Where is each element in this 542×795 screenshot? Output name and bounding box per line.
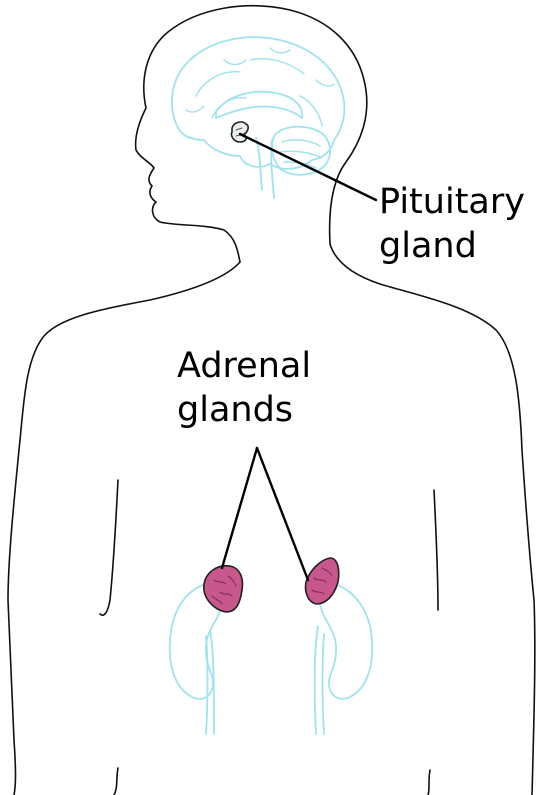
kidney-right-outline — [320, 584, 372, 699]
pituitary-gland-label: Pituitary gland — [379, 180, 525, 268]
adrenal-label-line1: Adrenal — [177, 344, 311, 388]
ureter-right — [315, 626, 324, 734]
adrenal-left-shape — [204, 566, 243, 612]
right-arm-line — [434, 490, 438, 610]
adrenal-right-shape — [305, 558, 338, 604]
waist-right — [428, 770, 430, 795]
head-outline — [136, 6, 367, 262]
corpus-callosum — [216, 92, 302, 118]
pituitary-gland — [231, 122, 248, 142]
adrenal-leader-left — [222, 448, 257, 568]
torso-outline-right — [330, 244, 535, 795]
adrenal-label-line2: glands — [177, 388, 311, 432]
pituitary-label-line1: Pituitary — [379, 180, 525, 224]
waist-left — [114, 768, 118, 795]
pituitary-label-line2: gland — [379, 224, 525, 268]
adrenal-glands-label: Adrenal glands — [177, 344, 311, 432]
brain — [172, 37, 345, 198]
kidney-right — [315, 584, 373, 734]
adrenal-gland-right — [305, 558, 338, 604]
brain-folds — [186, 48, 334, 126]
torso-outline — [8, 262, 240, 795]
adrenal-leader-right — [257, 448, 308, 580]
ureter-left — [206, 630, 214, 734]
adrenal-gland-left — [204, 566, 243, 612]
pituitary-shape — [231, 122, 248, 142]
left-arm-line — [100, 480, 118, 615]
